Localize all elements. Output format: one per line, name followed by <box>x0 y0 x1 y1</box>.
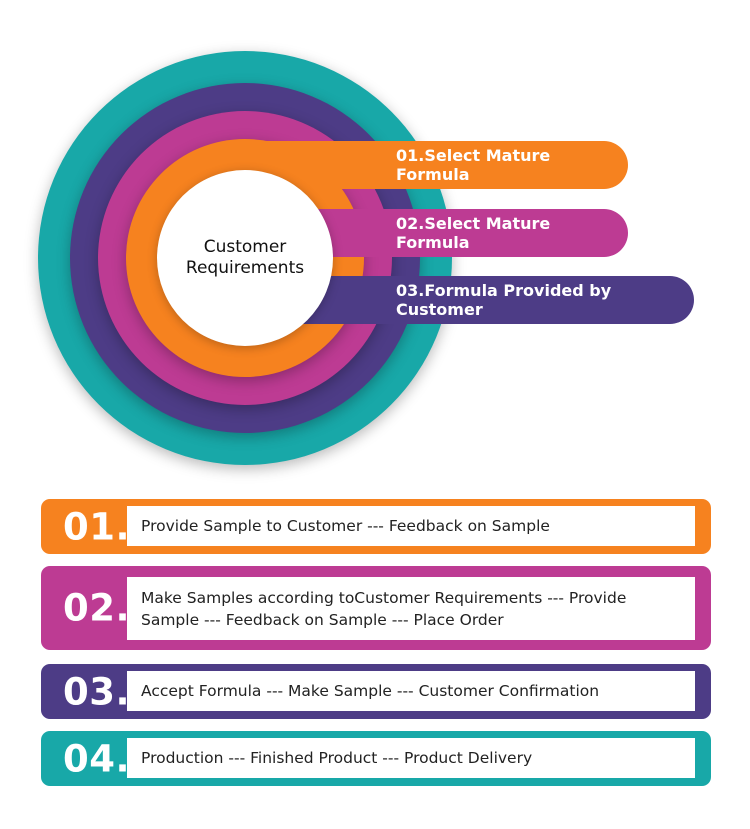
step-text-box: Accept Formula --- Make Sample --- Custo… <box>127 671 695 711</box>
step-text: Accept Formula --- Make Sample --- Custo… <box>141 682 600 700</box>
option-label-1: 01.Select Mature Formula <box>396 146 551 184</box>
step-number: 03. <box>63 670 131 713</box>
step-text-box: Make Samples according toCustomer Requir… <box>127 577 695 640</box>
center-title: Customer Requirements <box>157 170 333 346</box>
step-row-4: 04. Production --- Finished Product --- … <box>41 731 711 786</box>
step-row-1: 01. Provide Sample to Customer --- Feedb… <box>41 499 711 554</box>
step-text-box: Provide Sample to Customer --- Feedback … <box>127 506 695 546</box>
step-text: Make Samples according toCustomer Requir… <box>141 588 627 629</box>
step-number: 04. <box>63 737 131 780</box>
step-row-2: 02. Make Samples according toCustomer Re… <box>41 566 711 650</box>
option-pill-1: 01.Select Mature Formula <box>244 141 628 189</box>
step-row-3: 03. Accept Formula --- Make Sample --- C… <box>41 664 711 719</box>
step-number: 01. <box>63 505 131 548</box>
step-text: Production --- Finished Product --- Prod… <box>141 749 533 767</box>
center-circle <box>157 170 333 346</box>
option-label-3: 03.Formula Provided by Customer <box>396 281 612 319</box>
step-text-box: Production --- Finished Product --- Prod… <box>127 738 695 778</box>
option-label-2: 02.Select Mature Formula <box>396 214 551 252</box>
step-number: 02. <box>63 586 131 630</box>
center-label: Customer Requirements <box>185 237 305 278</box>
step-text: Provide Sample to Customer --- Feedback … <box>141 517 550 535</box>
